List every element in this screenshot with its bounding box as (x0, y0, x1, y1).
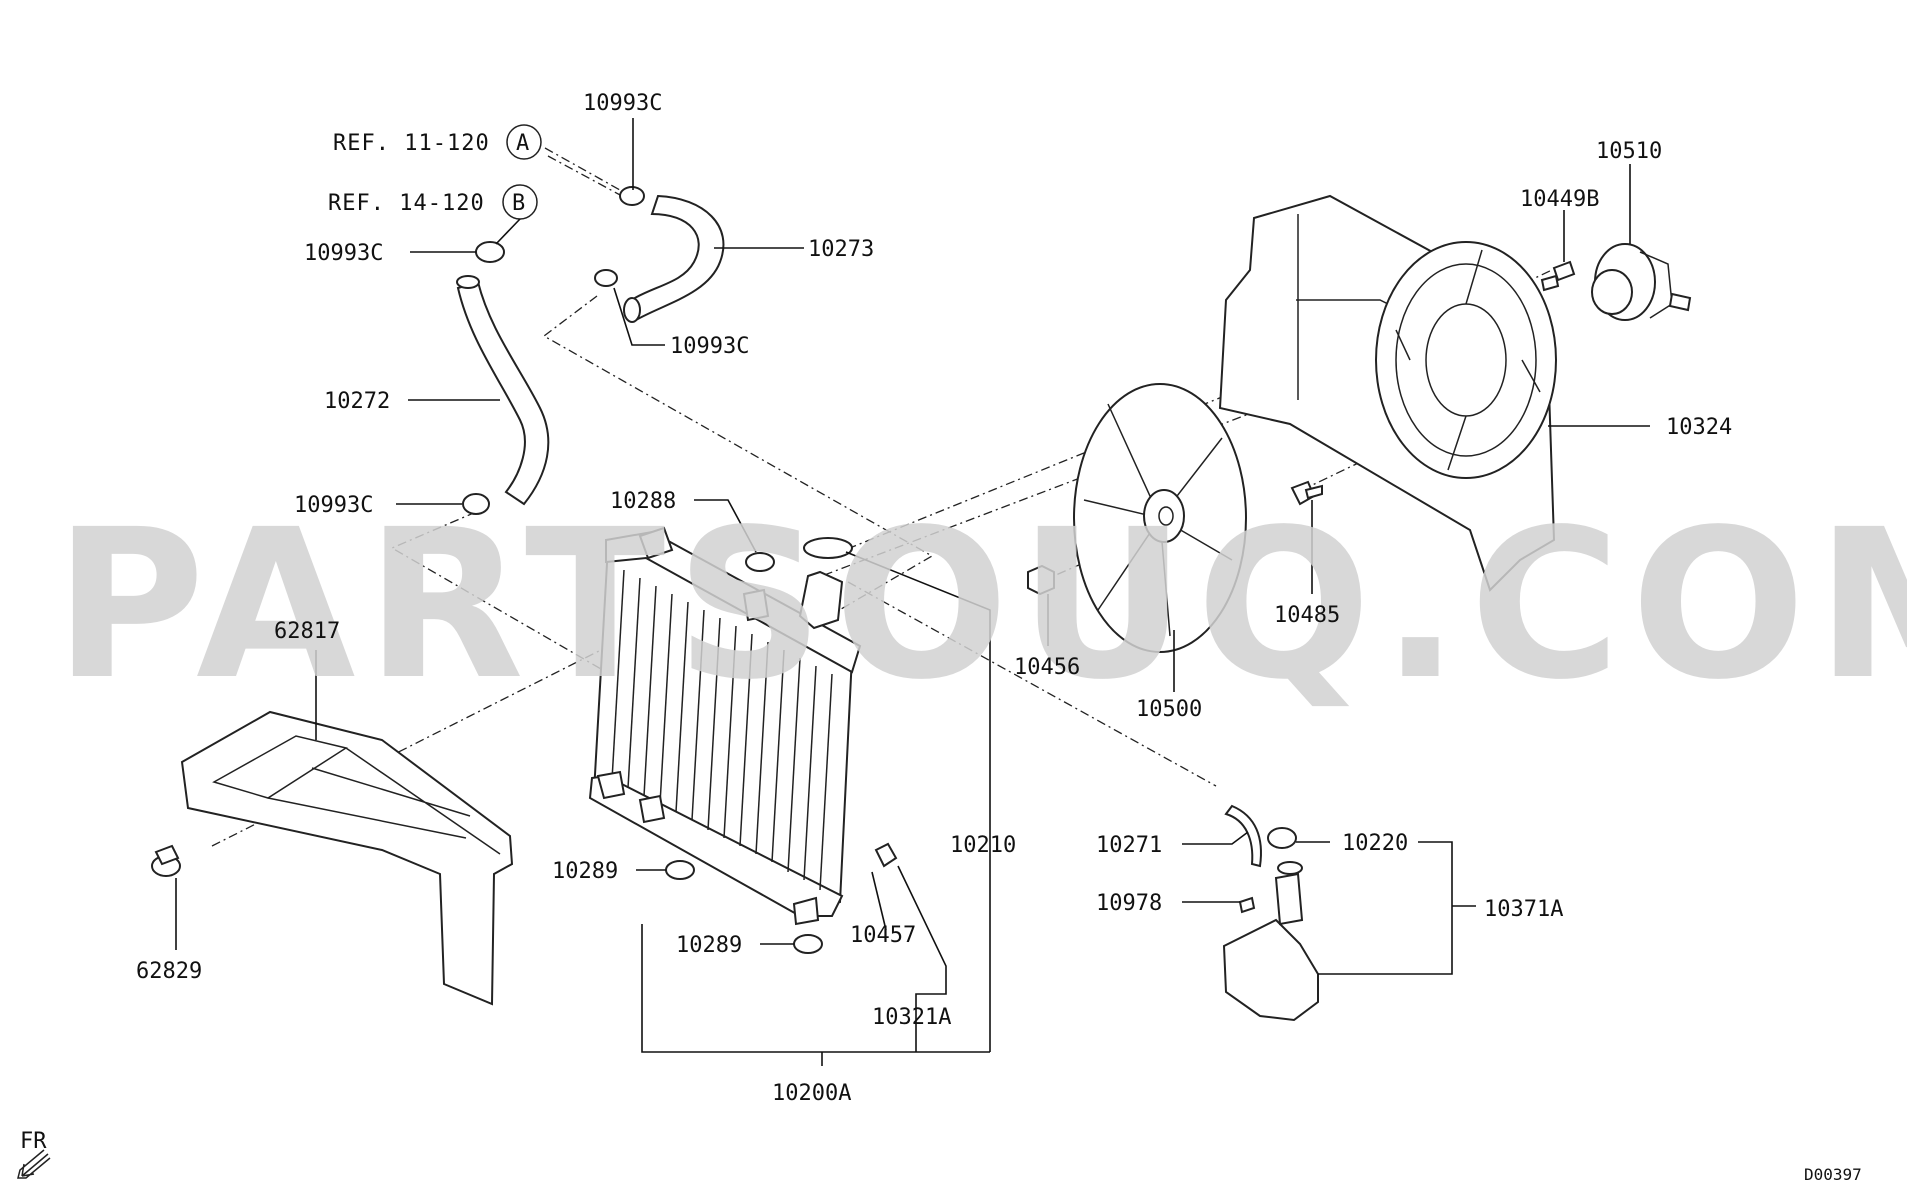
ref-b-text: REF. 14-120 (328, 191, 485, 216)
part-label-10456[interactable]: 10456 (1014, 655, 1080, 680)
part-label-10289-a[interactable]: 10289 (552, 859, 618, 884)
part-label-10457[interactable]: 10457 (850, 923, 916, 948)
cooling-fan (1073, 383, 1247, 653)
clip-10978 (1238, 896, 1256, 914)
part-label-10273[interactable]: 10273 (808, 237, 874, 262)
radiator (588, 526, 898, 926)
bolt-10485 (1290, 480, 1323, 506)
part-label-10288[interactable]: 10288 (610, 489, 676, 514)
fan-motor (1591, 243, 1692, 321)
upper-hose-10273 (623, 194, 725, 323)
ref-b-letter: B (512, 191, 526, 216)
ref-a-text: REF. 11-120 (333, 131, 490, 156)
part-labels: 10993C 10993C 10273 10993C 10272 10993C … (136, 91, 1732, 1106)
watermark: PARTSOUQ.COM (54, 485, 1907, 725)
reservoir-tank (1222, 861, 1319, 1022)
front-direction-label: FR (20, 1129, 47, 1154)
part-label-10978[interactable]: 10978 (1096, 891, 1162, 916)
reservoir-cap (1267, 827, 1297, 849)
part-label-10993c-top[interactable]: 10993C (583, 91, 662, 116)
drawing-code: D00397 (1804, 1165, 1862, 1184)
bolt-10449b (1540, 260, 1576, 292)
overflow-hose (1224, 804, 1262, 868)
part-label-10200a[interactable]: 10200A (772, 1081, 851, 1106)
part-label-10289-b[interactable]: 10289 (676, 933, 742, 958)
ref-a: REF. 11-120 A (333, 124, 542, 160)
part-label-10321a[interactable]: 10321A (872, 1005, 951, 1030)
leader-lines (175, 118, 1650, 1066)
ref-a-circle (506, 124, 542, 160)
ref-a-letter: A (516, 131, 530, 156)
clip-62829 (151, 844, 181, 877)
part-label-10993c-mid[interactable]: 10993C (670, 334, 749, 359)
part-label-10510[interactable]: 10510 (1596, 139, 1662, 164)
part-label-10993c-b[interactable]: 10993C (304, 241, 383, 266)
part-label-10500[interactable]: 10500 (1136, 697, 1202, 722)
lower-hose-10272 (456, 275, 550, 506)
part-label-10485[interactable]: 10485 (1274, 603, 1340, 628)
grommets (665, 552, 823, 954)
air-guide (180, 710, 514, 1006)
part-label-10220[interactable]: 10220 (1342, 831, 1408, 856)
ref-b: REF. 14-120 B (328, 184, 538, 220)
nut-10456 (1027, 564, 1055, 596)
front-direction-indicator: FR (17, 1129, 51, 1179)
part-label-10324[interactable]: 10324 (1666, 415, 1732, 440)
part-label-10371a[interactable]: 10371A (1484, 897, 1563, 922)
part-label-10210[interactable]: 10210 (950, 833, 1016, 858)
fan-shroud (1218, 194, 1557, 592)
front-arrow-icon (17, 1149, 51, 1179)
part-label-10271[interactable]: 10271 (1096, 833, 1162, 858)
part-label-62829[interactable]: 62829 (136, 959, 202, 984)
part-label-62817[interactable]: 62817 (274, 619, 340, 644)
part-label-10272[interactable]: 10272 (324, 389, 390, 414)
part-label-10993c-low[interactable]: 10993C (294, 493, 373, 518)
part-label-10449b[interactable]: 10449B (1520, 187, 1599, 212)
